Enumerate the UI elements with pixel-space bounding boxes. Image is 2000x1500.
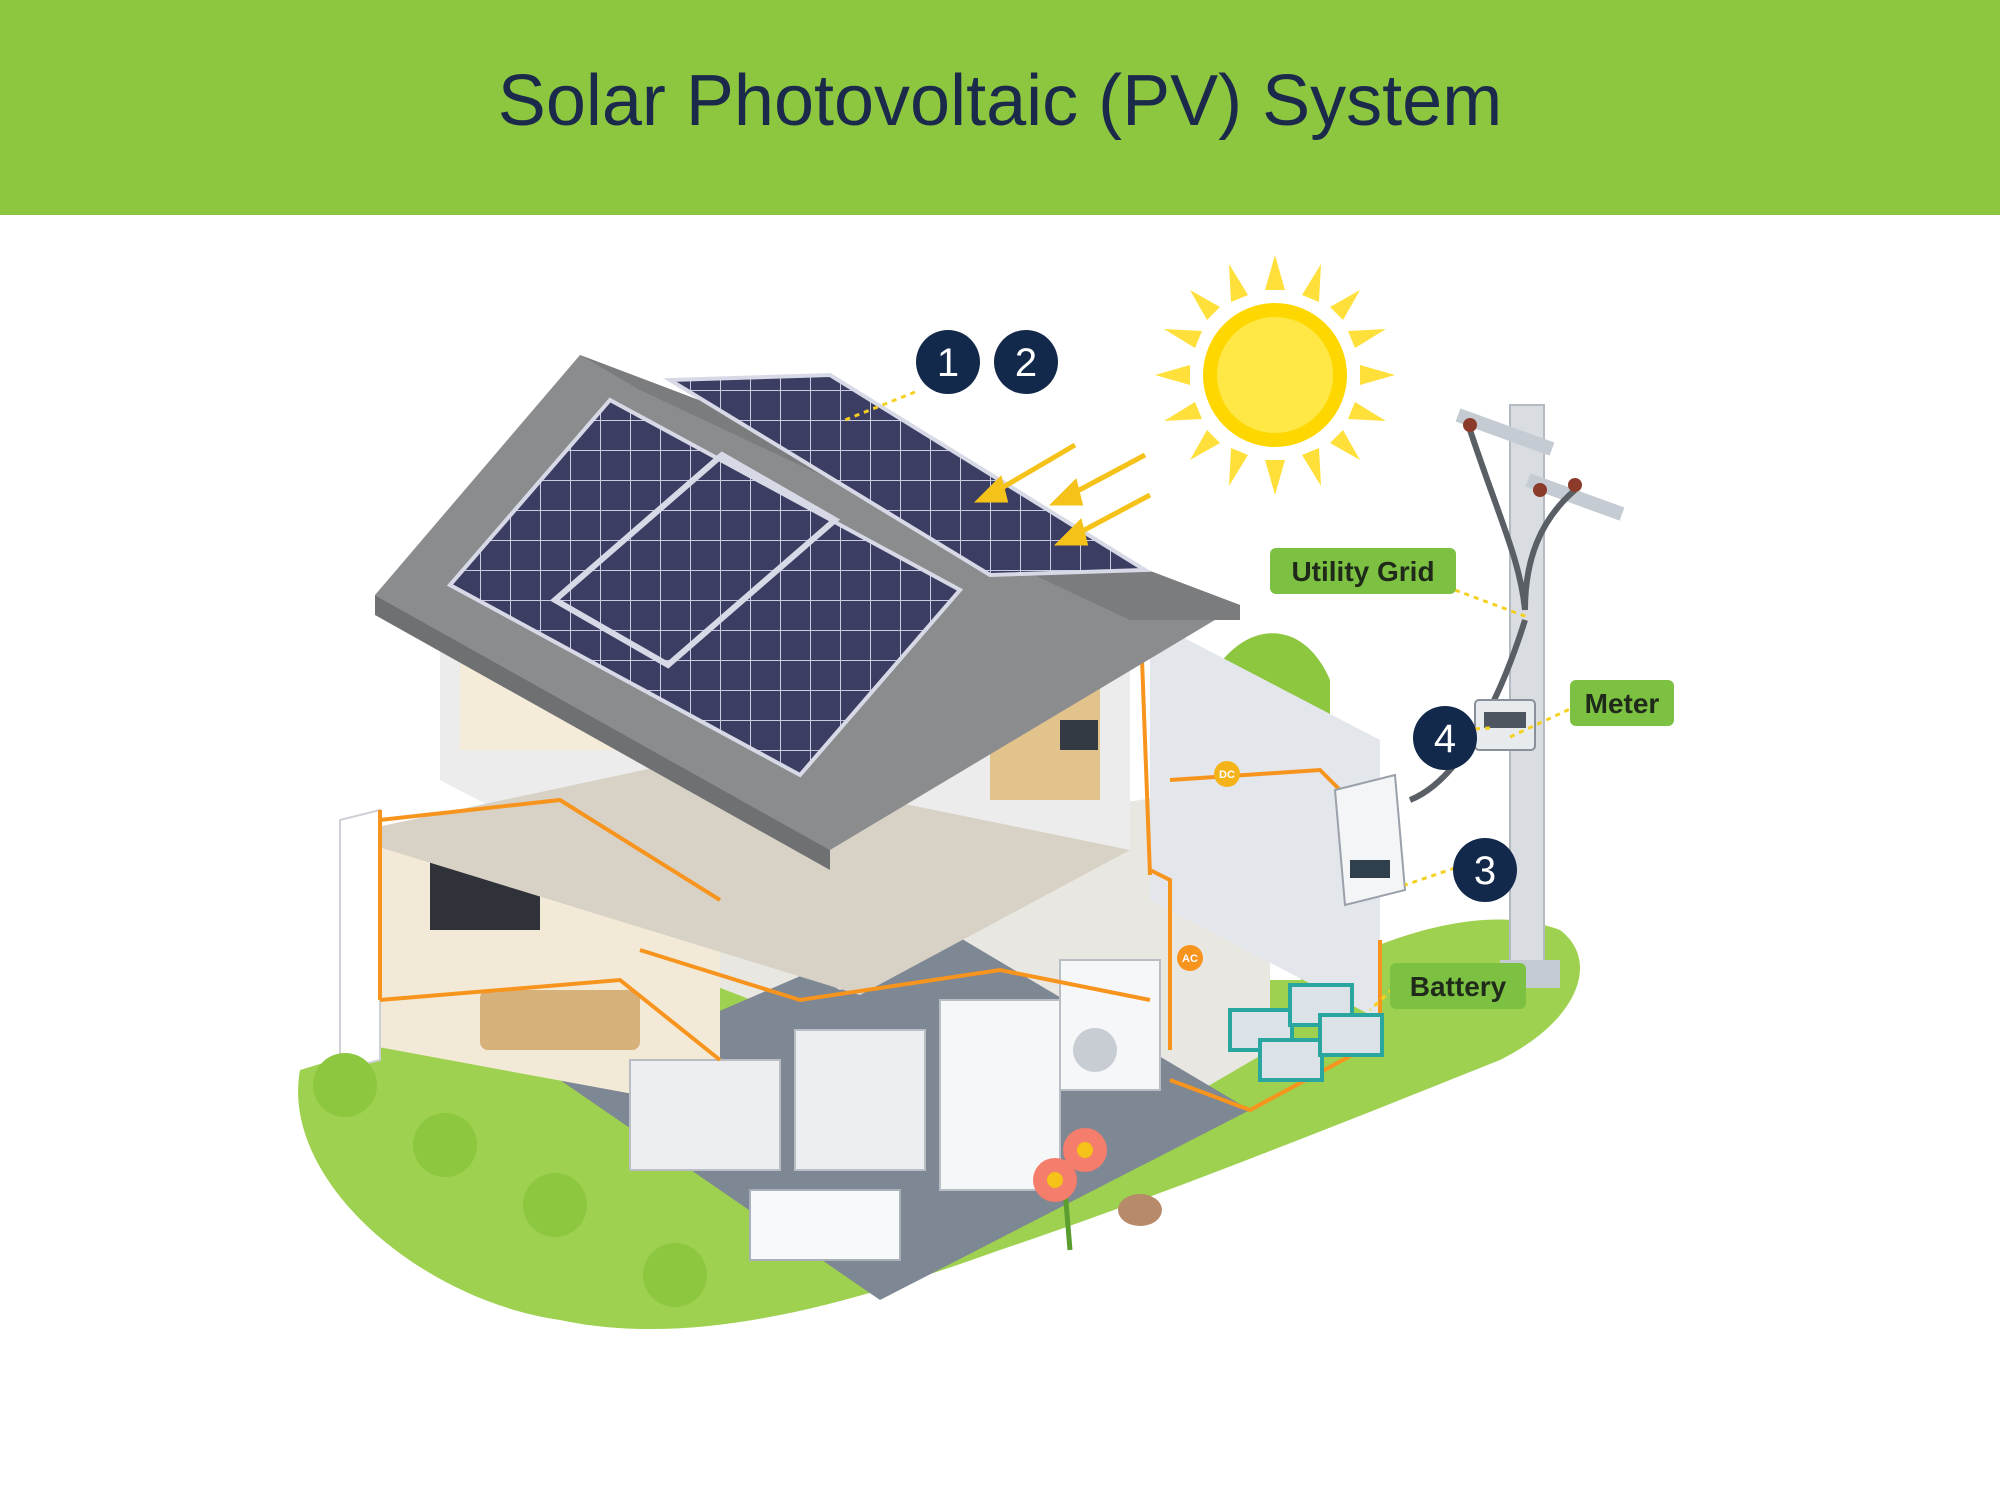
dc-wire-tag: DC [1214, 761, 1240, 787]
flower-icon [1033, 1128, 1162, 1251]
inverter-icon [1333, 773, 1407, 907]
page-title: Solar Photovoltaic (PV) System [497, 61, 1503, 141]
marker-4-text: 4 [1434, 717, 1456, 761]
marker-3: 3 [1453, 838, 1517, 902]
ac-wire-tag: AC [1177, 945, 1203, 971]
battery-icon [1228, 983, 1384, 1082]
meter-label-text: Meter [1585, 688, 1660, 719]
marker-1: 1 [916, 330, 980, 394]
marker-2: 2 [994, 330, 1058, 394]
marker-3-text: 3 [1474, 849, 1496, 893]
sunlight-arrows [973, 442, 1152, 546]
dc-tag-text: DC [1219, 769, 1235, 781]
marker-4: 4 [1413, 706, 1477, 770]
solar-panel-icon [446, 372, 1152, 778]
leader-lines [844, 390, 1573, 1012]
battery-label-text: Battery [1410, 971, 1507, 1002]
utility-grid-label-text: Utility Grid [1291, 556, 1434, 587]
ac-tag-text: AC [1182, 953, 1198, 965]
meter-icon [1474, 699, 1536, 751]
battery-label: Battery [1390, 963, 1526, 1009]
utility-grid-label: Utility Grid [1270, 548, 1456, 594]
meter-label: Meter [1570, 680, 1674, 726]
marker-2-text: 2 [1015, 341, 1037, 385]
shrub-icon [313, 1053, 707, 1307]
sun-icon [1155, 255, 1395, 495]
title-banner: Solar Photovoltaic (PV) System [0, 0, 2000, 215]
marker-1-text: 1 [937, 341, 959, 385]
